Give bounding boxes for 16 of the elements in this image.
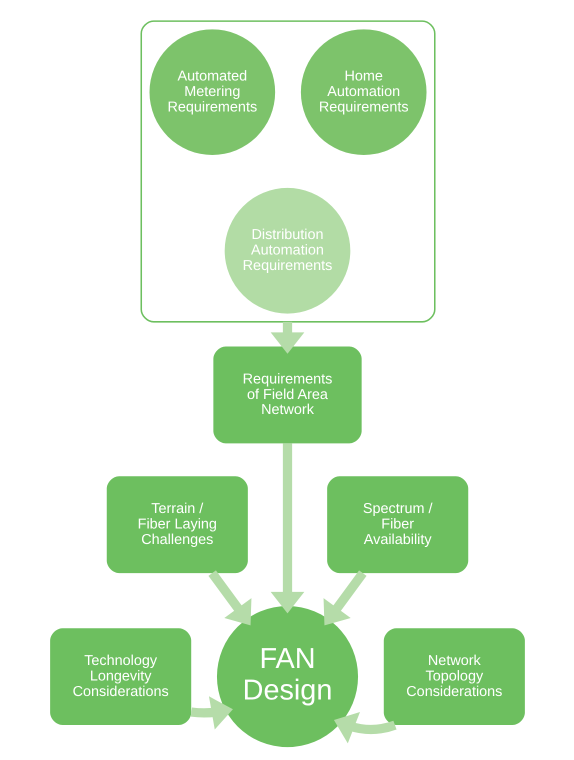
node-circle: Home Automation Requirements bbox=[300, 29, 426, 155]
node-circle: FAN Design bbox=[216, 606, 358, 748]
node-circle: Distribution Automation Requirements bbox=[224, 188, 350, 314]
node-box: Spectrum / Fiber Availability bbox=[326, 476, 468, 574]
node-circle: Automated Metering Requirements bbox=[149, 29, 275, 155]
arrow bbox=[323, 570, 366, 626]
node-box: Network Topology Considerations bbox=[383, 628, 524, 725]
node-box: Terrain / Fiber Laying Challenges bbox=[106, 476, 248, 574]
arrow bbox=[270, 443, 304, 614]
arrow bbox=[270, 322, 304, 354]
node-box: Requirements of Field Area Network bbox=[212, 346, 362, 444]
node-box: Technology Longevity Considerations bbox=[50, 628, 191, 725]
arrow bbox=[333, 712, 396, 744]
arrow bbox=[208, 570, 251, 626]
arrow bbox=[190, 696, 232, 730]
cluster bbox=[140, 20, 436, 323]
